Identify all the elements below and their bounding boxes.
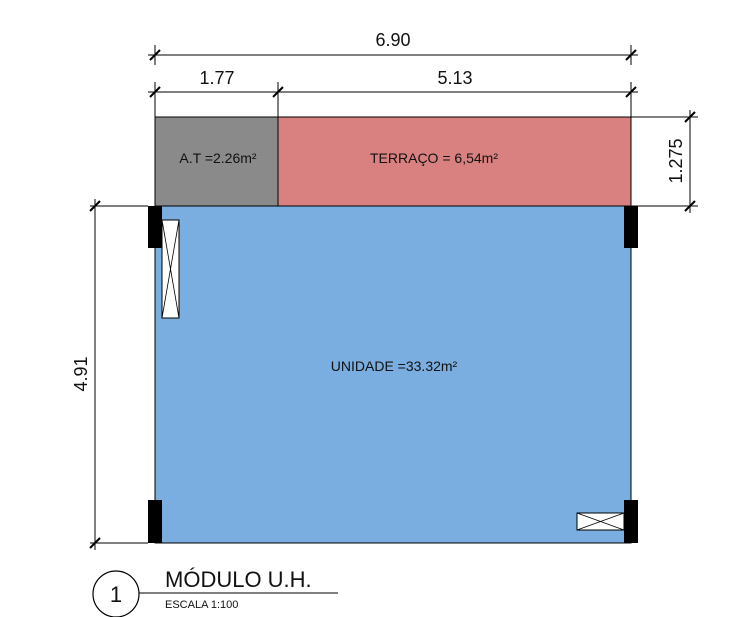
pillar-bottom-right	[624, 500, 638, 543]
drawing-title: MÓDULO U.H.	[165, 567, 312, 592]
drawing-number-circle	[92, 570, 140, 617]
terraco-room	[277, 116, 632, 207]
dimension-overall-width	[148, 45, 638, 65]
dimension-terrace-depth-label: 1.275	[666, 138, 686, 183]
dimension-unit-depth	[89, 199, 148, 550]
unidade-room	[154, 205, 632, 544]
drawing-scale: ESCALA 1:100	[165, 599, 238, 611]
wall-unit-box	[161, 219, 180, 319]
unidade-label: UNIDADE =33.32m²	[331, 358, 458, 374]
dimension-segment-left-label: 1.77	[199, 68, 234, 88]
pillar-top-right	[624, 206, 638, 248]
pillar-top-left	[148, 206, 162, 248]
dimension-terrace-depth	[631, 110, 698, 213]
dimension-segment-right-label: 5.13	[437, 68, 472, 88]
dimension-overall-width-label: 6.90	[375, 30, 410, 50]
pillar-bottom-left	[148, 500, 162, 543]
floor-unit-box	[576, 512, 625, 531]
drawing-number: 1	[110, 582, 122, 607]
terraco-label: TERRAÇO = 6,54m²	[370, 150, 498, 166]
area-tecnica-room	[154, 116, 279, 207]
dimension-segments	[148, 82, 638, 117]
dimension-unit-depth-label: 4.91	[71, 356, 91, 391]
area-tecnica-label: A.T =2.26m²	[179, 150, 257, 166]
